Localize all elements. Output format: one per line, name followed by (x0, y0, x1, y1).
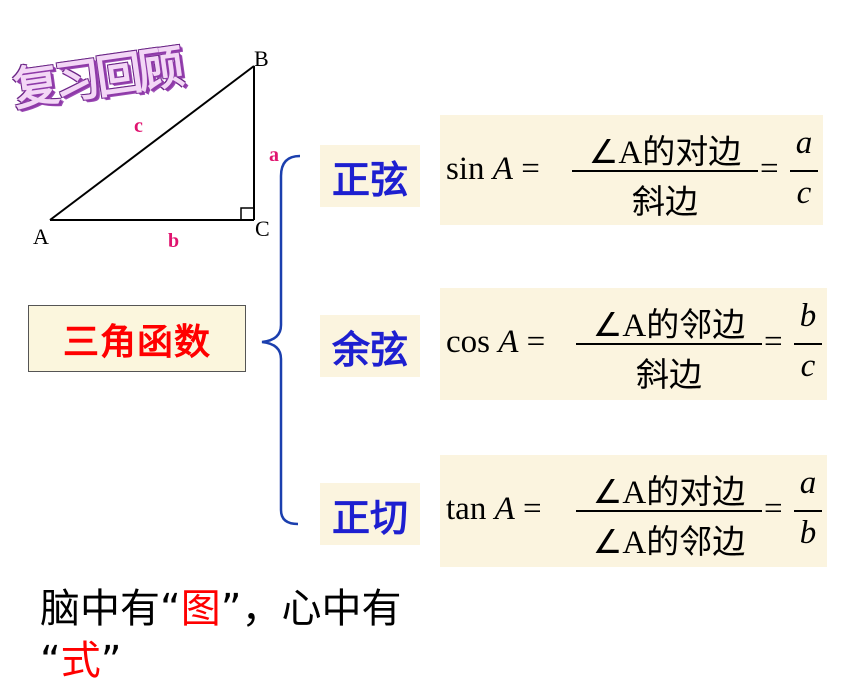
sine-numerator: ∠A的对边 (588, 135, 742, 171)
sine-label: 正弦 (320, 145, 420, 207)
fraction-bar (576, 343, 762, 345)
side-c-label: c (134, 115, 143, 137)
fraction-bar (572, 170, 758, 172)
bottom-line-2: “式” (40, 628, 121, 686)
cosine-numerator: ∠A的邻边 (592, 308, 746, 344)
ratio-denominator: c (800, 348, 816, 384)
tangent-label: 正切 (320, 483, 420, 545)
fraction-bar (576, 510, 762, 512)
ratio-numerator: a (795, 125, 813, 161)
fn-name: cos (446, 324, 490, 360)
highlight-picture: 图 (180, 586, 221, 632)
vertex-b-label: B (254, 46, 269, 71)
equals-sign: = (523, 491, 542, 527)
angle-var: A (492, 151, 513, 187)
side-a-label: a (269, 144, 279, 166)
right-angle-mark (240, 207, 254, 220)
cosine-denominator: 斜边 (636, 358, 702, 394)
sine-lhs: sin A = (446, 151, 540, 188)
ratio-denominator: c (796, 175, 812, 211)
triangle-diagram (49, 65, 301, 526)
fn-name: sin (446, 151, 485, 187)
bottom-line-1: 脑中有“图”，心中有 (40, 576, 401, 634)
tangent-formula: tan A = ∠A的对边 ∠A的邻边 = a b (440, 455, 827, 567)
equals-sign: = (526, 324, 546, 360)
side-b-label: b (168, 230, 180, 252)
vertex-a-label: A (33, 224, 49, 249)
trig-functions-label: 三角函数 (28, 305, 246, 372)
equals-sign: = (764, 491, 783, 527)
curly-brace (261, 154, 301, 526)
cosine-label: 余弦 (320, 315, 420, 377)
bottom-text-part2: ”，心中有 (220, 586, 402, 632)
ratio-numerator: b (799, 298, 817, 334)
tangent-denominator: ∠A的邻边 (592, 525, 746, 561)
sine-denominator: 斜边 (632, 185, 698, 221)
equals-sign: = (764, 324, 783, 360)
tangent-lhs: tan A = (446, 491, 542, 528)
fraction-bar (794, 343, 822, 345)
vertex-c-label: C (255, 216, 270, 241)
cosine-lhs: cos A = (446, 324, 545, 361)
angle-var: A (498, 324, 519, 360)
tangent-numerator: ∠A的对边 (592, 475, 746, 511)
angle-var: A (494, 491, 515, 527)
fn-name: tan (446, 491, 487, 527)
equals-sign: = (760, 151, 779, 187)
side-c-line (49, 65, 255, 221)
sine-formula: sin A = ∠A的对边 斜边 = a c (440, 115, 823, 225)
fraction-bar (790, 170, 818, 172)
fraction-bar (794, 510, 822, 512)
ratio-denominator: b (799, 515, 817, 551)
cosine-formula: cos A = ∠A的邻边 斜边 = b c (440, 288, 827, 400)
bottom-text-part1: 脑中有“ (40, 586, 181, 632)
ratio-numerator: a (799, 465, 817, 501)
equals-sign: = (521, 151, 540, 187)
